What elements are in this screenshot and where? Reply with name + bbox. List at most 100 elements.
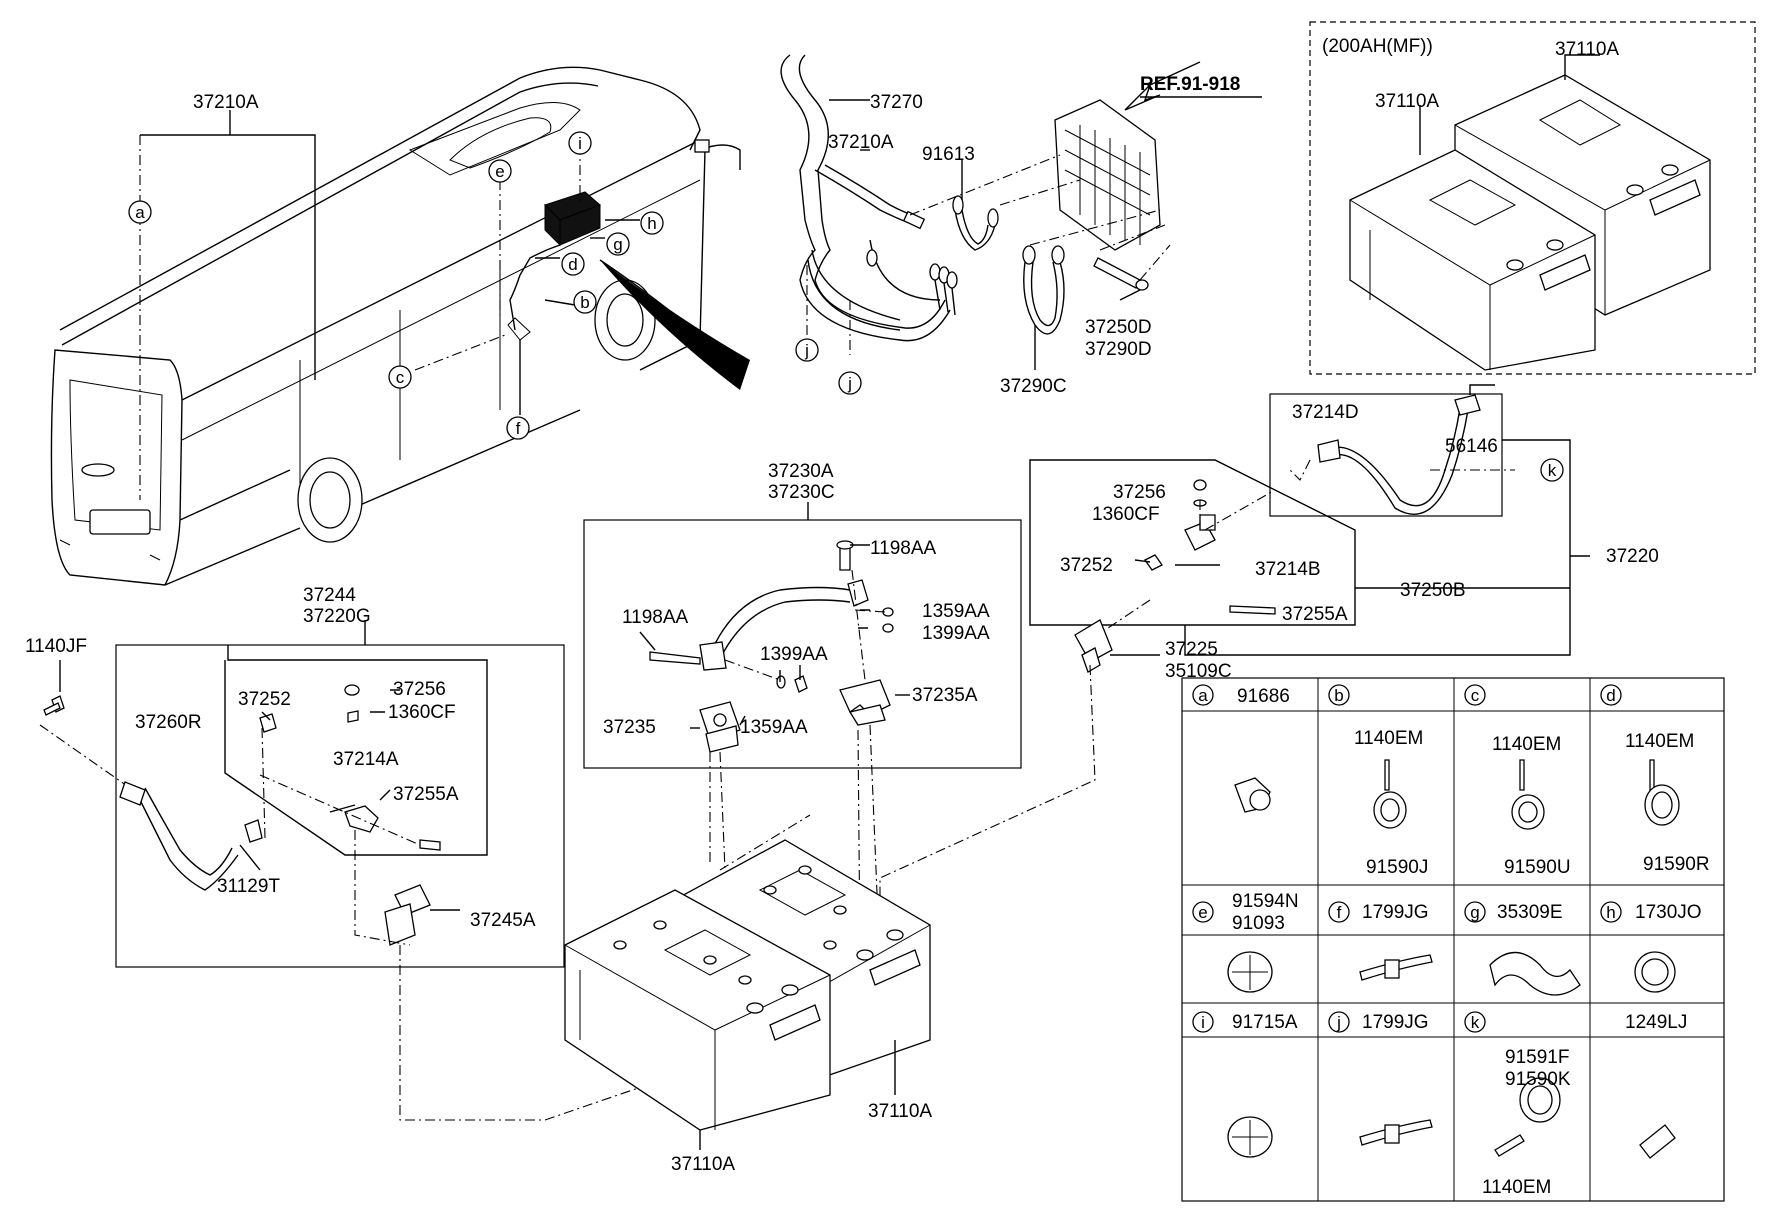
label-mf-battery-right: 37110A (1555, 39, 1619, 60)
label-37270: 37270 (870, 92, 923, 113)
svg-text:b: b (1334, 686, 1343, 705)
cable-37244-group (39, 620, 721, 1121)
label-37290d: 37290D (1085, 339, 1152, 360)
svg-text:a: a (135, 203, 145, 222)
label-37214a: 37214A (333, 749, 399, 770)
svg-text:j: j (847, 374, 852, 393)
svg-text:k: k (1548, 461, 1557, 480)
svg-text:h: h (1606, 903, 1615, 922)
table-d-bottom: 91590R (1643, 854, 1710, 875)
svg-text:g: g (1470, 903, 1479, 922)
cable-37220-group (879, 384, 1590, 905)
svg-text:c: c (396, 368, 405, 387)
callout-i: i (568, 131, 592, 155)
table-callout-g: g (1464, 901, 1486, 923)
bus-illustration (50, 66, 750, 586)
table-k-bottom: 1140EM (1482, 1177, 1551, 1198)
table-h-part: 1730JO (1635, 902, 1702, 923)
label-1359aa-c: 1359AA (740, 717, 808, 738)
table-e-part-1: 91594N (1232, 891, 1299, 912)
part-1140em-d-icon (1649, 759, 1655, 791)
label-37256-l: 37256 (393, 679, 446, 700)
label-37214d: 37214D (1292, 402, 1359, 423)
label-37245a: 37245A (470, 910, 536, 931)
table-callout-e: e (1192, 901, 1214, 923)
label-battery-right: 37110A (868, 1101, 932, 1122)
svg-text:d: d (1606, 686, 1615, 705)
main-batteries (564, 839, 931, 1150)
label-battery-left: 37110A (671, 1154, 735, 1175)
table-callout-i: i (1192, 1011, 1214, 1033)
svg-text:f: f (516, 419, 521, 438)
svg-text:e: e (495, 162, 504, 181)
label-37230a: 37230A (768, 461, 834, 482)
label-37214b: 37214B (1255, 559, 1321, 580)
svg-text:e: e (1198, 903, 1207, 922)
svg-text:f: f (1337, 903, 1342, 922)
label-31129t: 31129T (217, 876, 280, 897)
table-callout-h: h (1600, 901, 1622, 923)
label-1198aa-top: 1198AA (870, 538, 937, 559)
label-1360cf-r: 1360CF (1092, 504, 1160, 525)
table-a-part: 91686 (1237, 686, 1290, 707)
svg-text:i: i (578, 134, 582, 153)
svg-text:a: a (1198, 686, 1208, 705)
table-callout-k: k (1464, 1011, 1486, 1033)
svg-text:b: b (580, 293, 589, 312)
table-callout-d: d (1600, 684, 1622, 706)
label-37250b: 37250B (1400, 580, 1466, 601)
label-37220g: 37220G (303, 606, 371, 627)
svg-text:j: j (804, 341, 809, 360)
label-1360cf-l: 1360CF (388, 702, 456, 723)
svg-text:g: g (613, 235, 622, 254)
table-k-top: 91591F (1505, 1047, 1569, 1068)
part-1140em-c-icon (1519, 759, 1525, 791)
label-1140jf: 1140JF (25, 636, 87, 657)
label-37255a-l: 37255A (393, 784, 459, 805)
table-f-part: 1799JG (1362, 902, 1429, 923)
mf-battery-box (1309, 21, 1756, 375)
label-37250d: 37250D (1085, 317, 1152, 338)
label-37244: 37244 (303, 585, 356, 606)
callout-a: a (128, 200, 152, 224)
table-e-part-2: 91093 (1232, 913, 1285, 934)
label-37225: 37225 (1165, 639, 1218, 660)
label-37235: 37235 (603, 717, 656, 738)
parts-table (1181, 677, 1725, 1202)
callout-g: g (606, 232, 630, 256)
label-1399aa-r: 1399AA (922, 623, 990, 644)
svg-text:h: h (647, 214, 656, 233)
callout-b: b (573, 290, 597, 314)
callout-j-1: j (795, 338, 819, 362)
callouts: a e i h g d b c f j j k a b c d e f g h … (128, 131, 1622, 1033)
cable-assembly (780, 54, 1201, 370)
label-1198aa-left: 1198AA (622, 607, 689, 628)
part-clip-g-icon (1489, 951, 1581, 996)
label-mf-battery-left: 37110A (1375, 91, 1439, 112)
part-1140em-b-icon (1384, 759, 1390, 791)
label-ref: REF.91-918 (1140, 74, 1240, 95)
label-1359aa-r: 1359AA (922, 601, 990, 622)
table-callout-b: b (1328, 684, 1350, 706)
table-callout-c: c (1464, 684, 1486, 706)
callout-h: h (640, 211, 664, 235)
labels: 37210A 37270 37210A REF.91-918 91613 372… (25, 36, 1710, 1198)
callout-e: e (488, 159, 512, 183)
callout-d: d (561, 252, 585, 276)
svg-text:i: i (1201, 1013, 1205, 1032)
label-35109c: 35109C (1165, 661, 1232, 682)
part-screw-1249lj-icon (1639, 1124, 1676, 1159)
table-1249lj-part: 1249LJ (1625, 1012, 1687, 1033)
table-d-top: 1140EM (1625, 731, 1694, 752)
svg-text:k: k (1471, 1013, 1480, 1032)
svg-text:c: c (1471, 686, 1480, 705)
label-37252-l: 37252 (238, 689, 291, 710)
table-c-bottom: 91590U (1504, 857, 1571, 878)
table-c-top: 1140EM (1492, 734, 1561, 755)
label-37290c: 37290C (1000, 376, 1067, 397)
label-37230c: 37230C (768, 482, 835, 503)
table-callout-f: f (1328, 901, 1350, 923)
table-j-part: 1799JG (1362, 1012, 1429, 1033)
table-b-top: 1140EM (1354, 728, 1423, 749)
